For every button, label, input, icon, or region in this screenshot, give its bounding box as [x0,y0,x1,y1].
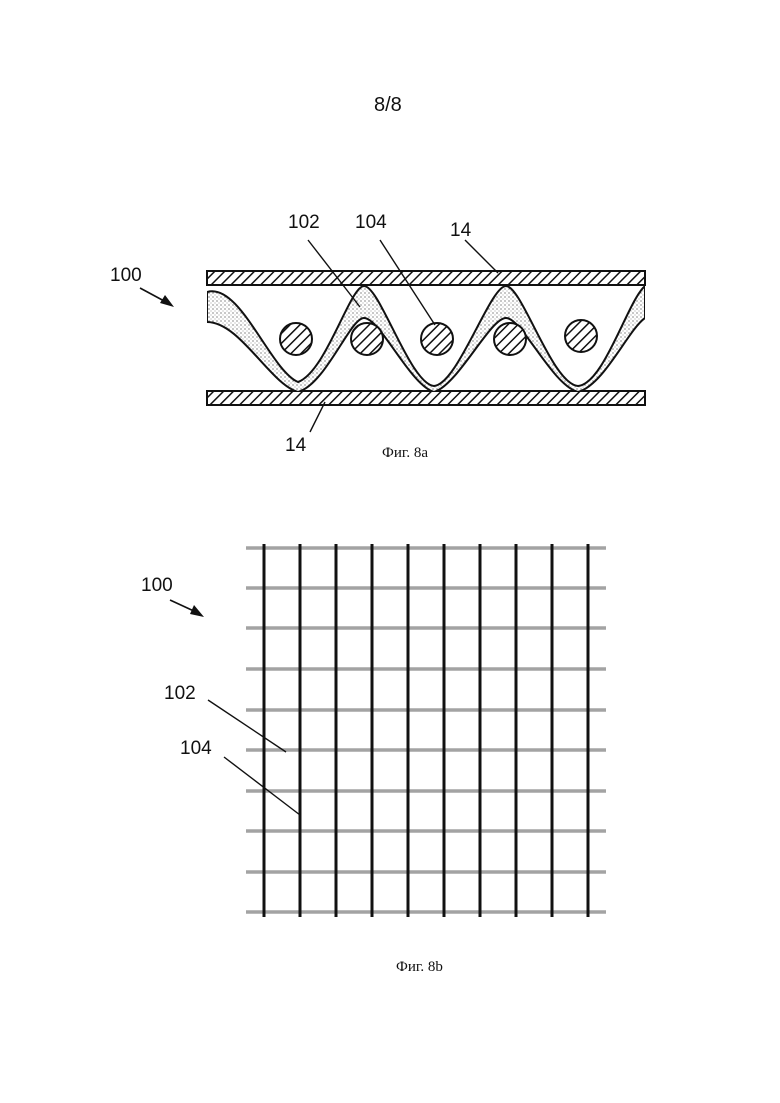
wire-circle [421,323,453,355]
leader-14-top [465,240,498,273]
arrowhead-icon [160,295,174,307]
leader-14-bottom [310,402,325,432]
arrowhead-icon [190,605,204,617]
wire-circle [494,323,526,355]
label-102-b: 102 [164,684,196,703]
wire-circle [351,323,383,355]
caption-fig-8a: Фиг. 8a [382,446,428,461]
top-plate [207,271,645,285]
label-104-b: 104 [180,739,212,758]
label-100-a: 100 [110,266,142,285]
label-14-top: 14 [450,221,471,240]
label-14-bottom: 14 [285,436,306,455]
caption-fig-8b: Фиг. 8b [396,960,443,975]
leader-102-b [208,700,286,752]
bottom-plate [207,391,645,405]
leader-104-b [224,757,300,815]
wire-circle [565,320,597,352]
label-100-b: 100 [141,576,173,595]
figure-8b-mesh [246,544,606,917]
wire-circle [280,323,312,355]
label-102-a: 102 [288,213,320,232]
black-strands [264,544,588,917]
label-104-a: 104 [355,213,387,232]
